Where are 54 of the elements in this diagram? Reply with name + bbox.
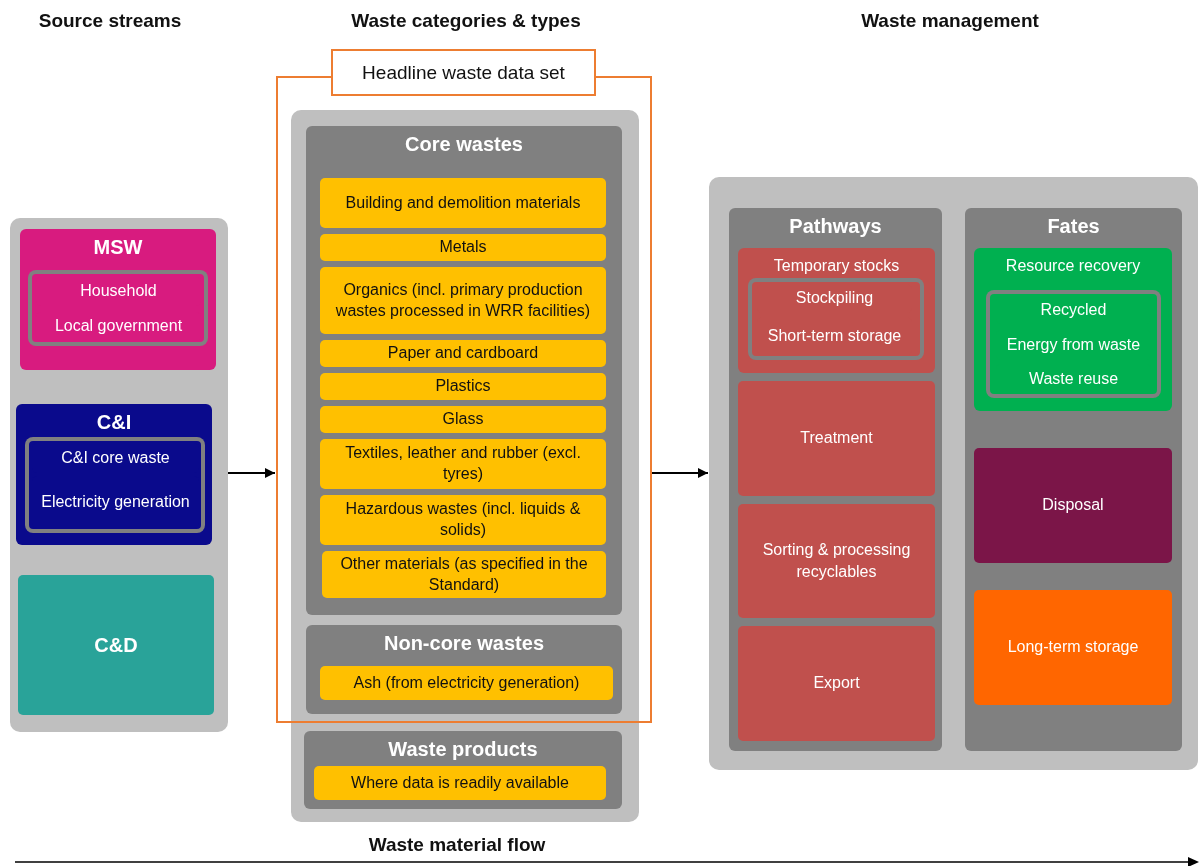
group-heading: Waste products xyxy=(388,737,538,761)
item-box: Other materials (as specified in the Standard) xyxy=(322,551,606,598)
section-heading: Source streams xyxy=(38,10,182,32)
category-box xyxy=(738,248,935,373)
category-box xyxy=(16,404,212,545)
panel-background xyxy=(709,177,1198,770)
group-frame xyxy=(748,278,924,360)
item-box: Building and demolition materials xyxy=(320,178,606,228)
section-heading: Waste categories & types xyxy=(351,10,581,32)
group-heading: Pathways xyxy=(789,214,882,238)
category-box xyxy=(738,626,935,741)
item-box: Hazardous wastes (incl. liquids & solids) xyxy=(320,495,606,545)
item-box: Plastics xyxy=(320,373,606,400)
group-frame xyxy=(986,290,1161,398)
group-heading: Core wastes xyxy=(405,132,523,156)
group-frame xyxy=(28,270,208,346)
group-heading: Resource recovery xyxy=(1005,256,1141,276)
item-box: Paper and cardboard xyxy=(320,340,606,367)
frame-label: Headline waste data set xyxy=(331,49,596,96)
item-box: Organics (incl. primary production wastes processed in WRR facilities) xyxy=(320,267,606,334)
item-box: Textiles, leather and rubber (excl. tyres) xyxy=(320,439,606,489)
category-box xyxy=(306,126,622,615)
category-label: C&D xyxy=(94,633,138,657)
section-heading: Waste management xyxy=(861,10,1039,32)
category-box xyxy=(974,590,1172,705)
panel-background xyxy=(10,218,228,732)
category-box xyxy=(974,448,1172,563)
category-box xyxy=(304,731,622,809)
item-box: Glass xyxy=(320,406,606,433)
category-box xyxy=(965,208,1182,751)
category-box xyxy=(306,625,622,714)
group-heading: MSW xyxy=(93,235,143,259)
group-heading: Non-core wastes xyxy=(383,631,545,655)
group-frame xyxy=(25,437,205,533)
category-label: Export xyxy=(812,673,861,694)
category-label: Sorting & processing recyclables xyxy=(761,539,912,582)
category-box xyxy=(974,248,1172,411)
category-box xyxy=(738,504,935,618)
category-box xyxy=(738,381,935,496)
group-heading: C&I xyxy=(96,410,132,434)
group-heading: Temporary stocks xyxy=(773,256,900,276)
group-heading: Fates xyxy=(1047,214,1100,238)
arrow xyxy=(227,468,276,478)
category-label: Disposal xyxy=(1041,495,1105,516)
item-box: Metals xyxy=(320,234,606,261)
category-box xyxy=(729,208,942,751)
category-label: Treatment xyxy=(799,428,874,449)
category-label: Long-term storage xyxy=(1006,637,1140,658)
category-box xyxy=(18,575,214,715)
section-heading: Waste material flow xyxy=(368,834,546,856)
item-box: Where data is readily available xyxy=(314,766,606,800)
item-box: Ash (from electricity generation) xyxy=(320,666,613,700)
category-box xyxy=(20,229,216,370)
arrow xyxy=(651,468,709,478)
